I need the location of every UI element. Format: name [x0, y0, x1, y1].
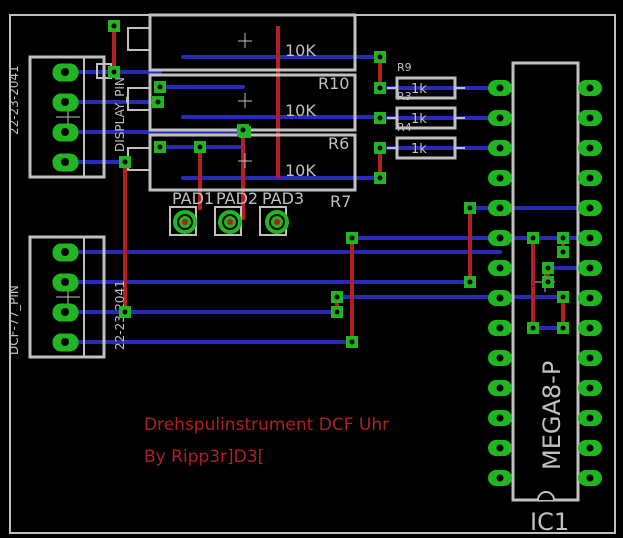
- via-hole: [157, 84, 163, 90]
- trimmer-r7-tab: [127, 147, 151, 171]
- ic-pin-hole: [586, 264, 594, 272]
- ic-pin-hole: [586, 114, 594, 122]
- ic-pin-hole: [496, 474, 504, 482]
- ic-pin-hole: [586, 294, 594, 302]
- via-hole: [157, 144, 163, 150]
- ic-pin-hole: [496, 444, 504, 452]
- display-connector-part: 22-23-2041: [7, 65, 21, 135]
- ic-pin-hole: [496, 414, 504, 422]
- dcf-connector-outline: [28, 235, 106, 359]
- via-hole: [545, 279, 551, 285]
- ic-pin-hole: [496, 264, 504, 272]
- pad3-label: PAD3: [262, 189, 304, 208]
- via-hole: [334, 309, 340, 315]
- via-hole: [545, 265, 551, 271]
- resistor-r9-name: R9: [397, 61, 412, 74]
- trimmer-r6-tab: [127, 87, 151, 111]
- trimmer-r10: 10K R10: [127, 13, 357, 93]
- credit-title: Drehspulinstrument DCF Uhr: [144, 415, 389, 435]
- via-hole: [560, 325, 566, 331]
- ic-pin-hole: [496, 204, 504, 212]
- trimmer-r7-name: R7: [330, 192, 351, 211]
- via-hole: [377, 85, 383, 91]
- resistor-r4-name: R4: [397, 121, 412, 134]
- ic-value: MEGA8-P: [538, 361, 566, 470]
- ic-pin-hole: [496, 84, 504, 92]
- via-hole: [111, 69, 117, 75]
- via-hole: [467, 279, 473, 285]
- via-hole: [111, 23, 117, 29]
- via-hole: [349, 339, 355, 345]
- via-hole: [560, 294, 566, 300]
- trimmer-r10-body: [148, 13, 357, 72]
- ic-pin-hole: [496, 384, 504, 392]
- credit-author: By Ripp3r]D3[: [144, 447, 264, 467]
- resistor-r4-value: 1k: [411, 142, 427, 157]
- via-hole: [530, 235, 536, 241]
- ic-pin-hole: [586, 414, 594, 422]
- ic-pin-hole: [586, 174, 594, 182]
- ic-notch: [537, 491, 555, 501]
- ic-pin-hole: [586, 354, 594, 362]
- ic-mega8: MEGA8-P IC1: [488, 61, 602, 536]
- resistor-r3-value: 1k: [411, 112, 427, 127]
- dcf-connector: DCF-77_PIN 22-23-2041: [7, 235, 127, 359]
- via-hole: [122, 309, 128, 315]
- ic-pin-hole: [496, 174, 504, 182]
- via-hole: [560, 249, 566, 255]
- ic-pin-hole: [586, 204, 594, 212]
- ic-pin-hole: [496, 144, 504, 152]
- ic-pin-hole: [586, 444, 594, 452]
- via-hole: [560, 235, 566, 241]
- via-hole: [467, 205, 473, 211]
- trimmer-r7-body: [148, 133, 357, 192]
- resistor-r3: 1k R3: [387, 90, 465, 130]
- display-connector-value: DISPLAY_PIN: [113, 77, 127, 152]
- display-connector-outline: [28, 55, 106, 179]
- board-outline: [9, 14, 616, 534]
- via-hole: [334, 294, 340, 300]
- via-hole: [377, 115, 383, 121]
- trimmer-r10-name: R10: [318, 74, 349, 93]
- via-hole: [377, 175, 383, 181]
- pad2-label: PAD2: [216, 189, 258, 208]
- pad1-label: PAD1: [172, 189, 214, 208]
- ic-pin-hole: [496, 234, 504, 242]
- ic-pin-hole: [586, 84, 594, 92]
- pad-group: PAD1 PAD2 PAD3: [169, 189, 304, 236]
- dcf-connector-value: DCF-77_PIN: [7, 285, 21, 355]
- trimmer-r7-value: 10K: [285, 161, 316, 180]
- ic-pin-hole: [586, 144, 594, 152]
- resistor-r9-value: 1k: [411, 82, 427, 97]
- ic-pin-hole: [586, 384, 594, 392]
- trimmer-r6: 10K R6: [127, 73, 357, 153]
- resistor-r4: 1k R4: [387, 121, 465, 160]
- via-hole: [197, 144, 203, 150]
- ic-pin-hole: [496, 324, 504, 332]
- ic-pin-hole: [496, 294, 504, 302]
- ic-name: IC1: [530, 508, 569, 536]
- ic-pin-hole: [496, 114, 504, 122]
- via-hole: [530, 325, 536, 331]
- resistor-r3-name: R3: [397, 90, 412, 103]
- ic-pin-hole: [586, 234, 594, 242]
- via-hole: [349, 235, 355, 241]
- resistor-r9: 1k R9: [387, 61, 465, 100]
- ic-pin-hole: [586, 474, 594, 482]
- trimmer-r10-tab: [127, 27, 151, 51]
- trimmer-r6-value: 10K: [285, 101, 316, 120]
- via-hole: [240, 127, 246, 133]
- via-hole: [155, 99, 161, 105]
- via-hole: [377, 145, 383, 151]
- trimmer-r10-value: 10K: [285, 41, 316, 60]
- ic-pin-hole: [496, 354, 504, 362]
- via-hole: [377, 54, 383, 60]
- vias: [108, 20, 569, 348]
- trimmer-r6-name: R6: [328, 134, 349, 153]
- trimmer-r7: 10K R7: [127, 133, 357, 211]
- via-hole: [122, 159, 128, 165]
- ic-pin-hole: [586, 324, 594, 332]
- ic-pins: [488, 80, 602, 486]
